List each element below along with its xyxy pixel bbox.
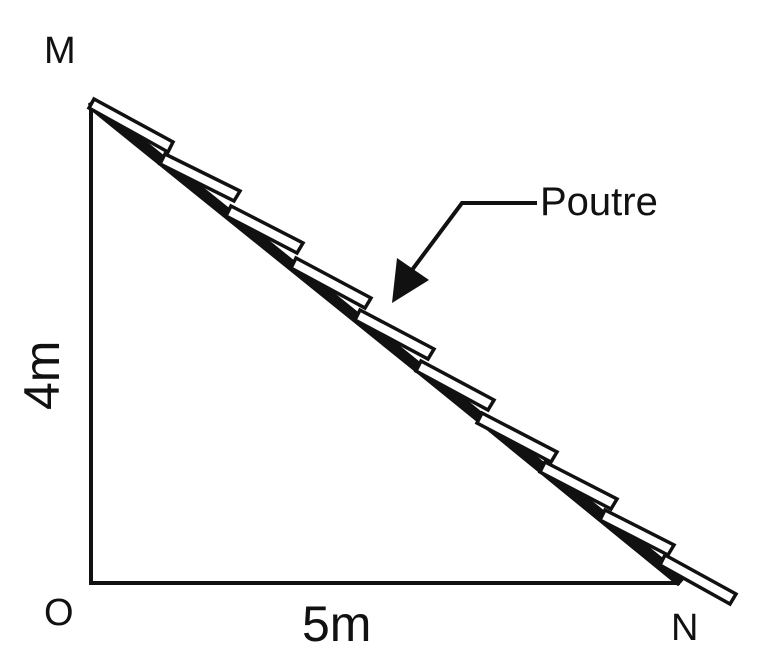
point-label-m: M [44,30,76,72]
hypotenuse [89,106,682,585]
roof-tile [288,255,374,311]
roof-tile [474,410,560,465]
roof-tile [157,151,243,204]
roof-tile [223,203,306,256]
dimension-label-vertical: 4m [14,341,70,410]
point-label-o: O [44,592,74,634]
callout-leader [410,201,537,272]
roof-tiles [86,96,739,607]
point-label-n: N [671,607,698,649]
roof-tile [537,459,620,512]
dimension-label-horizontal: 5m [302,596,371,652]
callout-arrowhead [392,258,429,303]
roof-tile [413,358,497,413]
roof-tile [657,552,739,607]
callout-label-poutre: Poutre [540,180,658,224]
roof-tile [352,307,437,362]
roof-tile [86,96,176,155]
